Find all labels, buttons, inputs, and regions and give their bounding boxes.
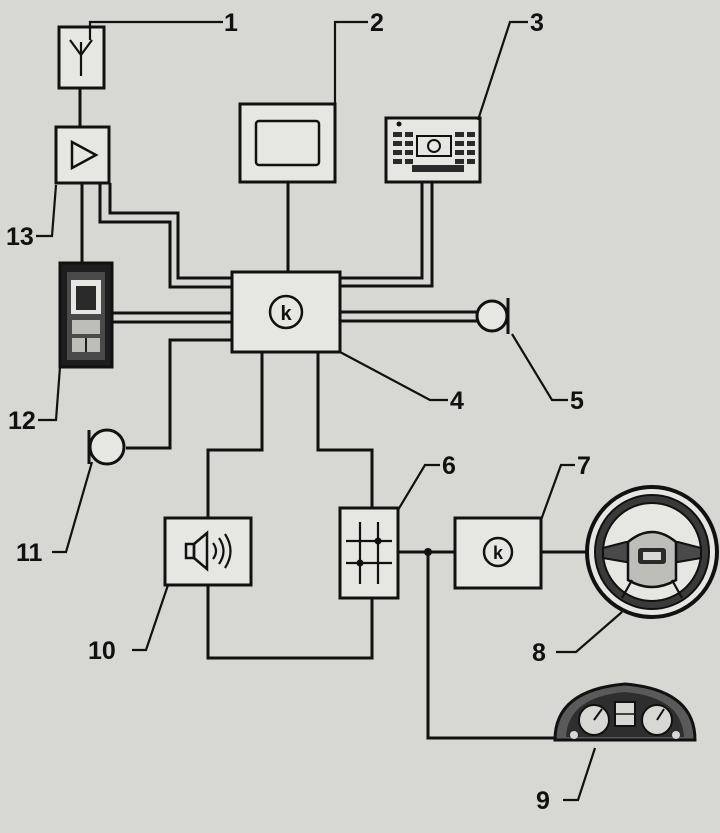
amplifier-block xyxy=(54,125,111,185)
steering-wheel-icon xyxy=(585,485,719,619)
instrument-cluster-icon xyxy=(553,682,697,742)
callout-8: 8 xyxy=(532,639,546,667)
antenna-block xyxy=(57,25,106,90)
control-unit-block: k xyxy=(230,270,342,354)
mobile-phone-icon xyxy=(67,272,105,360)
callout-4: 4 xyxy=(450,387,464,415)
control-panel-block xyxy=(384,116,482,184)
wiring xyxy=(78,88,592,740)
display-block xyxy=(238,102,337,184)
callout-1: 1 xyxy=(224,9,238,37)
microphone-right xyxy=(475,298,510,334)
callout-3: 3 xyxy=(530,9,544,37)
callout-9: 9 xyxy=(536,787,550,815)
microphone-icon xyxy=(475,299,509,333)
distributor-block xyxy=(338,506,400,600)
steering-unit-symbol: k xyxy=(493,543,504,563)
distributor-junction-icon xyxy=(346,522,392,584)
callout-11: 11 xyxy=(16,539,43,567)
leader-lines xyxy=(36,20,623,802)
phone-block xyxy=(58,261,114,369)
callout-13: 13 xyxy=(6,223,34,251)
callout-2: 2 xyxy=(370,9,384,37)
microphone-left xyxy=(87,428,126,466)
callout-10: 10 xyxy=(88,637,116,665)
amplifier-triangle-icon xyxy=(70,139,99,171)
antenna-icon xyxy=(69,39,93,76)
steering-control-unit-block: k xyxy=(453,516,543,590)
speaker-block xyxy=(163,516,253,587)
display-screen-icon xyxy=(254,119,321,167)
microphone-icon xyxy=(88,428,126,466)
speaker-icon xyxy=(184,530,232,572)
callout-6: 6 xyxy=(442,452,456,480)
callouts: 1 2 3 13 12 4 5 11 6 7 10 8 9 xyxy=(6,9,591,815)
control-panel-buttons-icon xyxy=(393,121,475,172)
control-unit-symbol: k xyxy=(280,303,292,325)
callout-5: 5 xyxy=(570,387,584,415)
callout-7: 7 xyxy=(577,452,591,480)
callout-12: 12 xyxy=(8,407,36,435)
